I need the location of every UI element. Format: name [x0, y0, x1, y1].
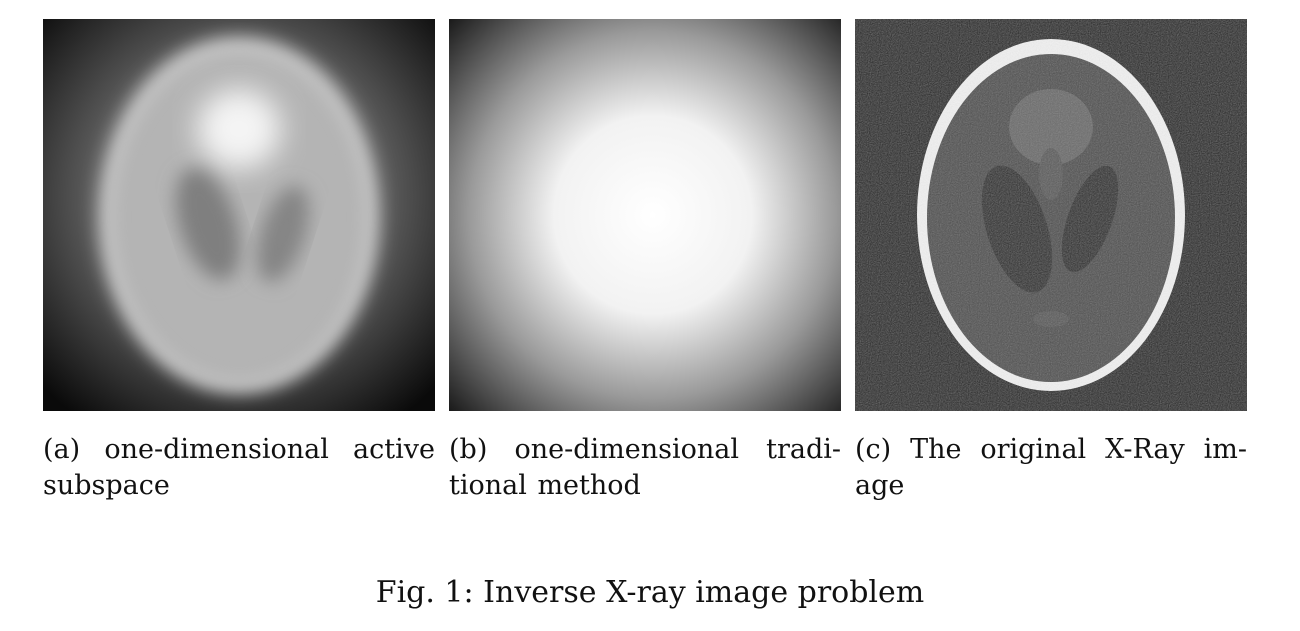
figure-caption: Fig. 1: Inverse X-ray image problem	[375, 575, 925, 610]
subcaption-b-line1: (b) one-dimensional tradi-	[449, 434, 841, 465]
image-panel-active-subspace	[43, 19, 435, 411]
subcaption-a: (a) one-dimensional active subspace	[43, 432, 435, 504]
image-panel-original	[855, 19, 1247, 411]
subcaption-c-line1: (c) The original X-Ray im-	[855, 434, 1247, 465]
traditional-reconstruction	[449, 19, 841, 411]
subcaption-b-line2: tional method	[449, 470, 641, 501]
subcaption-c: (c) The original X-Ray im- age	[855, 432, 1247, 504]
phantom-reconstruction-active-subspace	[43, 19, 435, 411]
original-xray-phantom	[855, 19, 1247, 411]
subcaption-b: (b) one-dimensional tradi- tional method	[449, 432, 841, 504]
subcaption-a-line1: (a) one-dimensional active	[43, 434, 435, 465]
subcaption-a-line2: subspace	[43, 470, 170, 501]
subcaption-c-line2: age	[855, 470, 905, 501]
image-panel-traditional-method	[449, 19, 841, 411]
